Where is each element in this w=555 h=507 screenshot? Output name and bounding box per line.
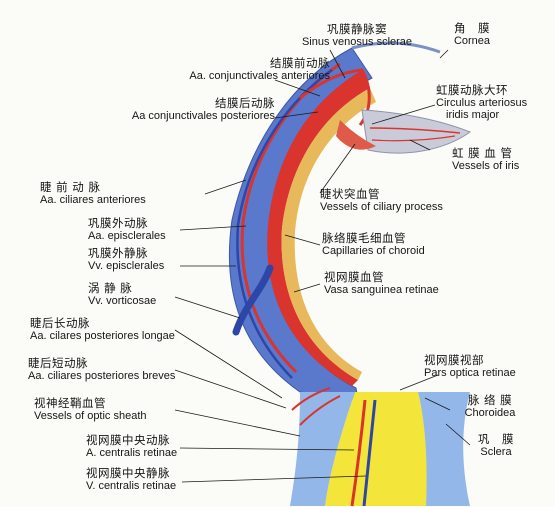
label-zh: 睫后短动脉 [28,356,88,370]
label-zh: 巩 膜 [478,432,514,446]
label-centralis-retinae-artery: 视网膜中央动脉 A. centralis retinae [86,434,206,459]
label-choroidea: 脉 络 膜 Choroidea [450,394,530,419]
label-la: Pars optica retinae [424,366,516,379]
retina-layer [281,88,376,380]
label-vessels-of-ciliary-process: 睫状突血管 Vessels of ciliary process [320,188,470,213]
label-la: Vv. episclerales [88,259,165,272]
label-vorticosae: 涡 静 脉 Vv. vorticosae [88,282,188,307]
label-la: Aa. episclerales [88,229,166,242]
label-zh: 巩膜外静脉 [88,246,148,260]
label-la: Capillaries of choroid [322,244,425,257]
label-zh: 虹 膜 血 管 [452,146,513,160]
label-vasa-sanguinea-retinae: 视网膜血管 Vasa sanguinea retinae [324,271,474,296]
label-zh: 视网膜中央静脉 [86,466,170,480]
optic-nerve [325,392,427,506]
label-la: Circulus arteriosus [436,96,528,109]
label-zh: 巩膜外动脉 [88,216,148,230]
ciliary-process [336,120,376,150]
label-zh: 视网膜视部 [424,353,484,367]
label-la: Vv. vorticosae [88,294,157,307]
label-cilares-posteriores-longae: 睫后长动脉 Aa. cilares posteriores longae [30,317,200,342]
label-la: Sinus venosus sclerae [301,35,413,48]
label-la: Vessels of iris [452,159,520,172]
posterior-ciliary-artery [299,395,341,426]
label-zh: 视网膜血管 [324,270,384,284]
label-vessels-of-iris: 虹 膜 血 管 Vessels of iris [452,147,542,172]
label-sclera: 巩 膜 Sclera [466,433,526,458]
label-zh: 虹膜动脉大环 [436,83,508,97]
label-episclerales-arteries: 巩膜外动脉 Aa. episclerales [88,217,188,242]
label-conjunctivales-anteriores: 结膜前动脉 Aa. conjunctivales anteriores [118,57,330,82]
label-zh: 脉络膜毛细血管 [322,231,406,245]
vortex-vein [232,264,274,336]
label-la: Cornea [453,34,491,47]
label-la: Vasa sanguinea retinae [324,283,439,296]
label-la: Aa. ciliares posteriores breves [28,369,176,382]
label-la: Choroidea [464,406,516,419]
label-cornea: 角 膜 Cornea [440,22,504,47]
cornea-edge [351,41,441,54]
label-conjunctivales-posteriores: 结膜后动脉 Aa conjunctivales posteriores [100,97,275,122]
label-centralis-retinae-vein: 视网膜中央静脉 V. centralis retinae [86,467,216,492]
label-episclerales-veins: 巩膜外静脉 Vv. episclerales [88,247,188,272]
label-la: Vessels of ciliary process [320,200,443,213]
label-zh: 睫 前 动 脉 [40,180,101,194]
label-la: A. centralis retinae [86,446,178,459]
label-circulus-arteriosus: 虹膜动脉大环 Circulus arteriosus iridis major [436,84,552,122]
label-zh: 涡 静 脉 [88,281,133,295]
label-ciliares-anteriores: 睫 前 动 脉 Aa. ciliares anteriores [40,181,210,206]
label-vessels-of-optic-sheath: 视神经鞘血管 Vessels of optic sheath [34,397,184,422]
label-zh: 巩膜静脉窦 [327,22,387,36]
label-pars-optica-retinae: 视网膜视部 Pars optica retinae [424,354,544,379]
leader-lines [174,49,471,483]
label-la: Sclera [480,445,512,458]
label-zh: 角 膜 [454,21,490,35]
central-retinal-artery [350,399,367,507]
label-la: Aa. cilares posteriores longae [30,329,175,342]
limbus-vessels [299,68,371,126]
label-zh: 结膜后动脉 [215,96,275,110]
posterior-ciliary-artery [291,387,331,411]
label-zh: 睫后长动脉 [30,316,90,330]
iris-vessel [371,135,456,142]
label-la-line2: iridis major [446,109,500,122]
episcleral-vein-line [236,68,333,379]
label-capillaries-of-choroid: 脉络膜毛细血管 Capillaries of choroid [322,232,462,257]
label-sinus-venosus-sclerae: 巩膜静脉窦 Sinus venosus sclerae [298,23,416,48]
central-retinal-vein [362,399,377,507]
label-la: Vessels of optic sheath [34,409,147,422]
label-zh: 结膜前动脉 [270,56,330,70]
label-zh: 睫状突血管 [320,187,380,201]
label-ciliares-posteriores-breves: 睫后短动脉 Aa. ciliares posteriores breves [28,357,208,382]
label-la: V. centralis retinae [86,479,177,492]
label-zh: 视神经鞘血管 [34,396,106,410]
label-zh: 脉 络 膜 [467,393,513,407]
label-la: Aa conjunctivales posteriores [131,109,275,122]
label-zh: 视网膜中央动脉 [86,433,170,447]
iris-vessel [369,127,461,134]
optic-nerve-sheath-right [418,392,470,506]
optic-nerve-sheath-left [290,392,355,506]
iris [361,109,472,154]
choroid-layer [267,70,370,386]
label-la: Aa. ciliares anteriores [40,193,146,206]
label-la: Aa. conjunctivales anteriores [189,69,330,82]
